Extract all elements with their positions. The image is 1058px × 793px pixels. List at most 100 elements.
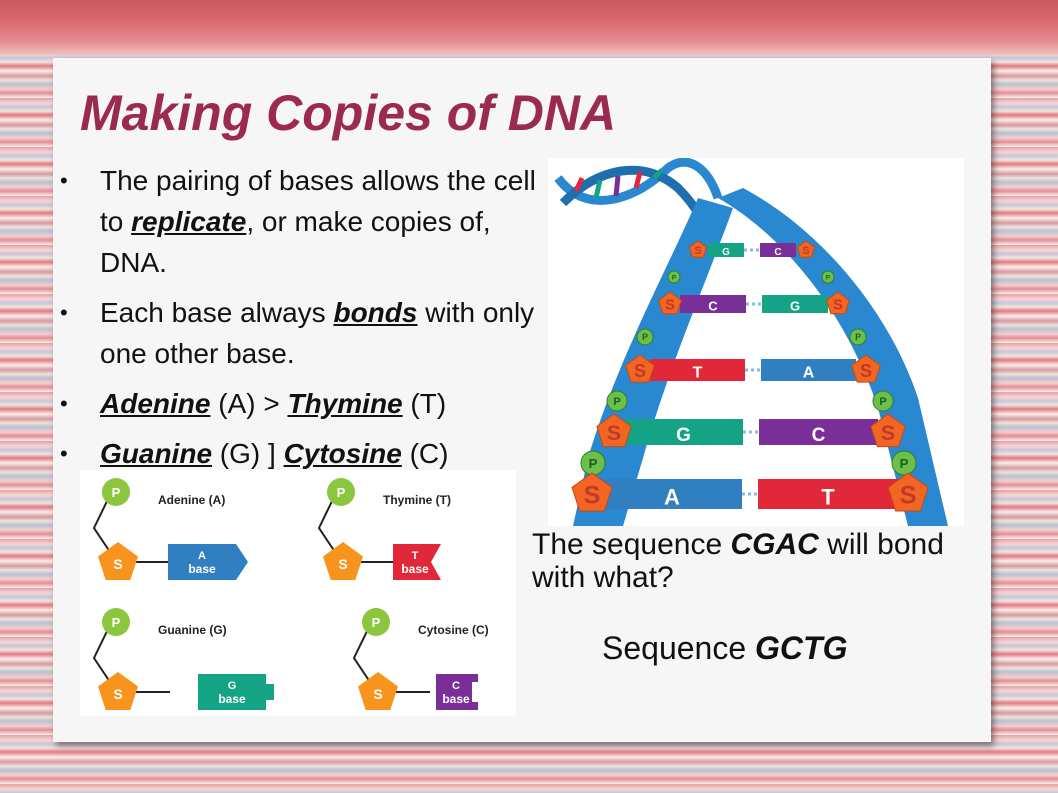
left-phosphate-label: P <box>589 456 598 471</box>
sugar-pentagon <box>358 672 398 710</box>
base-letter: C <box>452 680 460 692</box>
keyword-cytosine: Cytosine <box>283 438 402 469</box>
sugar-label: S <box>373 686 382 702</box>
backbone-line <box>317 494 336 553</box>
right-base-bar <box>761 359 856 381</box>
right-base-letter: A <box>803 365 815 382</box>
left-base-bar <box>708 243 744 257</box>
base-word: base <box>218 692 246 706</box>
base-letter: G <box>228 680 237 692</box>
right-sugar <box>851 354 881 383</box>
base-shape <box>198 674 274 710</box>
phosphate-label: P <box>337 485 346 500</box>
base-word: base <box>188 562 216 576</box>
keyword-adenine: Adenine <box>100 388 211 419</box>
right-phosphate <box>872 390 894 412</box>
left-base-letter: G <box>722 247 730 258</box>
left-base-letter: A <box>664 485 680 510</box>
sugar-label: S <box>113 556 122 572</box>
bullet-dot: • <box>60 168 68 193</box>
left-base-letter: T <box>693 365 703 382</box>
backbone-line <box>352 624 371 683</box>
left-phosphate-label: P <box>672 274 677 281</box>
right-base-letter: C <box>774 247 781 258</box>
phosphate-label: P <box>112 615 121 630</box>
sugar-label: S <box>113 686 122 702</box>
right-sugar-label: S <box>900 481 917 509</box>
left-sugar-label: S <box>634 361 646 381</box>
right-base-letter: C <box>812 425 826 446</box>
answer-text: Sequence GCTG <box>602 630 847 667</box>
right-base-bar <box>762 295 828 313</box>
phosphate-circle <box>327 478 355 506</box>
right-sugar-label: S <box>860 361 872 381</box>
base-shape <box>436 674 478 710</box>
question-post: will bond with what? <box>532 528 944 594</box>
keyword-guanine: Guanine <box>100 438 213 469</box>
bullet-replicate: • The pairing of bases allows the cell t… <box>58 160 548 283</box>
question-sequence: CGAC <box>730 528 819 561</box>
left-sugar <box>571 472 613 512</box>
phosphate-label: P <box>112 485 121 500</box>
base-shape <box>168 544 248 580</box>
base-name-label: Thymine (T) <box>383 493 451 507</box>
base-word: base <box>442 692 470 706</box>
bullet-bonds: • Each base always bonds with only one o… <box>58 292 548 374</box>
bullet-adenine-thymine: • Adenine (A) > Thymine (T) <box>58 383 548 424</box>
slide-title: Making Copies of DNA <box>80 85 617 141</box>
right-phosphate <box>821 270 835 284</box>
left-base-bar <box>650 359 745 381</box>
right-base-bar <box>759 419 878 445</box>
sugar-pentagon <box>98 542 138 580</box>
base-name-label: Guanine (G) <box>158 623 227 637</box>
base-letter: A <box>198 550 206 562</box>
bullet-text: (A) > <box>210 388 288 419</box>
left-sugar-label: S <box>694 245 701 257</box>
right-base-letter: G <box>790 298 800 313</box>
left-base-bar <box>624 419 743 445</box>
right-base-bar <box>760 243 796 257</box>
left-sugar-label: S <box>665 297 675 313</box>
answer-pre: Sequence <box>602 630 756 666</box>
left-sugar-label: S <box>607 420 621 445</box>
base-name-label: Cytosine (C) <box>418 623 489 637</box>
right-sugar-label: S <box>802 245 809 257</box>
base-name-label: Adenine (A) <box>158 493 225 507</box>
sugar-label: S <box>338 556 347 572</box>
left-base-bar <box>602 479 742 509</box>
phosphate-label: P <box>372 615 381 630</box>
left-phosphate-label: P <box>613 396 620 408</box>
left-sugar <box>625 354 655 383</box>
right-sugar <box>870 413 906 448</box>
left-sugar <box>658 291 682 315</box>
right-sugar <box>887 472 929 512</box>
keyword-replicate: replicate <box>131 206 247 237</box>
bullet-text: The pairing of bases allows the cell to <box>100 165 536 237</box>
right-phosphate-label: P <box>826 274 831 281</box>
keyword-bonds: bonds <box>333 297 418 328</box>
base-letter: T <box>412 550 419 562</box>
bullet-dot: • <box>60 441 68 466</box>
bullet-guanine-cytosine: • Guanine (G) ] Cytosine (C) <box>58 433 548 474</box>
keyword-thymine: Thymine <box>287 388 403 419</box>
left-base-letter: C <box>708 298 718 313</box>
backbone-line <box>92 624 111 683</box>
bullet-text: (C) <box>401 438 449 469</box>
left-sugar-label: S <box>584 481 601 509</box>
bullet-dot: • <box>60 300 68 325</box>
right-base-bar <box>758 479 898 509</box>
base-shape <box>393 544 441 580</box>
left-phosphate <box>667 270 681 284</box>
bullet-text: Each base always <box>100 297 334 328</box>
